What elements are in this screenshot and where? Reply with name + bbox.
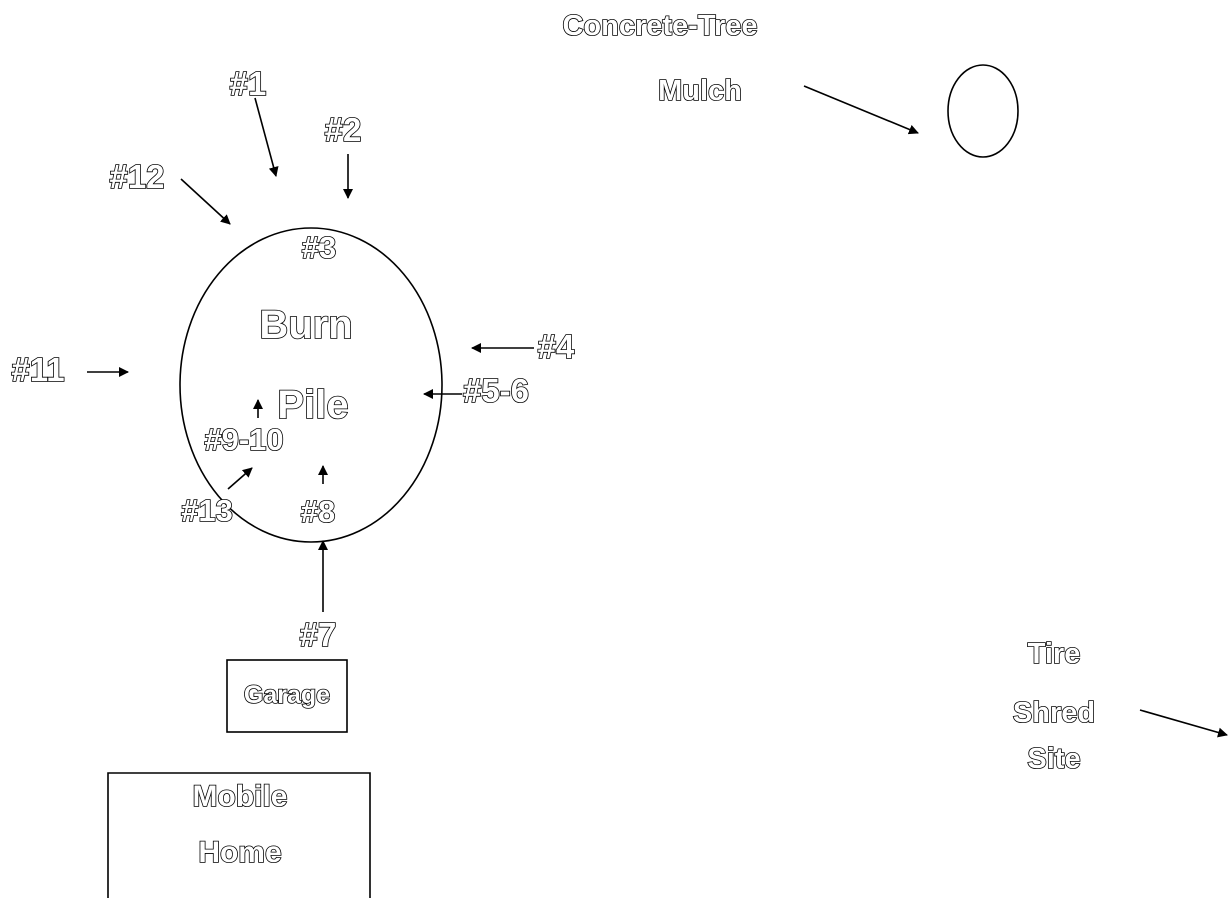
burn-pile-circle	[179, 227, 443, 543]
pile-label: Pile	[277, 383, 348, 427]
arrow-12	[180, 178, 231, 225]
concrete-tree-mulch-circle	[947, 64, 1019, 158]
point-2-label: #2	[325, 111, 362, 148]
concrete-tree-label: Concrete-Tree	[562, 10, 757, 42]
mobile-label: Mobile	[193, 780, 288, 813]
point-1-label: #1	[230, 65, 267, 102]
shred-label: Shred	[1013, 697, 1095, 729]
arrow-mulch	[803, 85, 919, 135]
site-label: Site	[1027, 743, 1080, 775]
point-8-label: #8	[301, 494, 335, 529]
point-12-label: #12	[109, 158, 164, 195]
garage-label: Garage	[244, 681, 330, 709]
arrow-1	[254, 97, 279, 177]
point-4-label: #4	[538, 328, 575, 365]
garage-box	[226, 659, 348, 733]
home-label: Home	[198, 836, 281, 869]
burn-label: Burn	[259, 303, 352, 347]
point-5-6-label: #5-6	[463, 372, 529, 409]
point-13-label: #13	[181, 493, 233, 528]
point-3-label: #3	[302, 230, 336, 265]
mulch-label: Mulch	[658, 75, 742, 107]
arrow-13	[227, 467, 253, 490]
point-9-10-label: #9-10	[204, 422, 283, 457]
point-11-label: #11	[11, 351, 64, 388]
mobile-home-box	[107, 772, 371, 898]
point-7-label: #7	[300, 616, 337, 653]
tire-label: Tire	[1028, 638, 1081, 670]
arrow-tire-shred	[1139, 709, 1228, 738]
